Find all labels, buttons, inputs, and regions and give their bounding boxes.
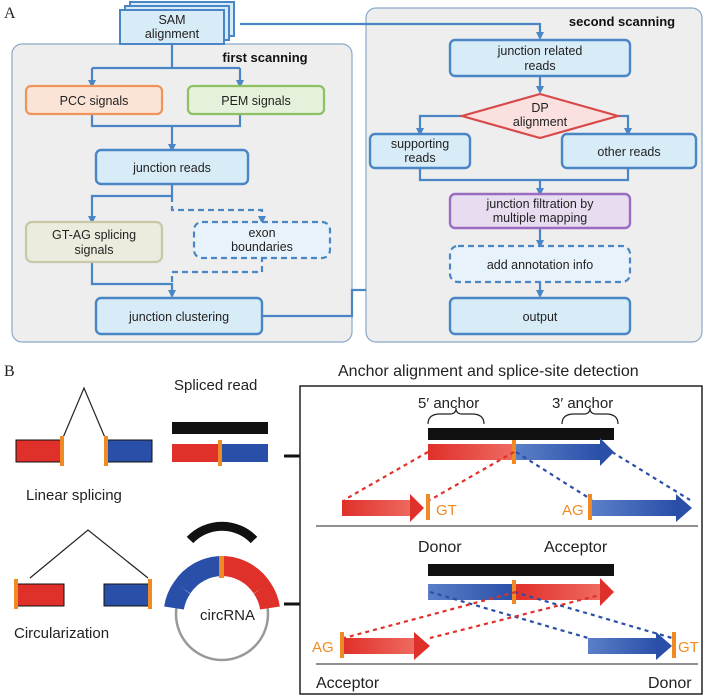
dp-alignment-node: DP alignment [457, 92, 623, 140]
add-annotation-info-node: add annotation info [448, 244, 632, 284]
junction-related-reads-node: junction related reads [448, 38, 632, 78]
junction-filtration-line2: multiple mapping [493, 211, 588, 225]
flow-connectors [88, 22, 632, 318]
circrna-illustration [164, 521, 280, 662]
second-scanning-title: second scanning [569, 14, 675, 29]
junction-related-reads-line1: junction related [497, 44, 583, 58]
linear-read-alignment [428, 428, 614, 466]
junction-related-reads-line2: reads [524, 59, 555, 73]
add-annotation-info-label: add annotation info [487, 258, 593, 272]
five-prime-anchor-label: 5′ anchor [418, 395, 479, 412]
circular-read-alignment [428, 564, 614, 606]
junction-clustering-node: junction clustering [94, 296, 264, 336]
output-node: output [448, 296, 632, 336]
junction-filtration-node: junction filtration by multiple mapping [448, 192, 632, 230]
sam-alignment-line2: alignment [145, 27, 200, 41]
exon-boundaries-node: exon boundaries [192, 220, 332, 260]
sam-alignment-node: SAM alignment [119, 1, 235, 45]
supporting-reads-line1: supporting [391, 137, 449, 151]
five-prime-anchor-brace [427, 407, 485, 425]
linear-genome-segments [316, 494, 698, 527]
dp-alignment-line2: alignment [513, 115, 568, 129]
first-scanning-title: first scanning [222, 50, 307, 65]
pcc-signals-label: PCC signals [60, 94, 129, 108]
linear-alignment-dotted-lines [343, 451, 691, 501]
three-prime-anchor-label: 3′ anchor [552, 395, 613, 412]
other-reads-label: other reads [597, 145, 660, 159]
linear-gt-label: GT [436, 502, 457, 519]
circrna-label: circRNA [200, 607, 255, 624]
sam-alignment-line1: SAM [158, 13, 185, 27]
linear-ag-label: AG [562, 502, 584, 519]
gt-ag-signals-line2: signals [75, 243, 114, 257]
dp-alignment-line1: DP [531, 101, 548, 115]
dashed-connectors [170, 196, 266, 284]
output-label: output [523, 310, 558, 324]
spliced-read-illustration [172, 422, 268, 466]
pem-signals-label: PEM signals [221, 94, 290, 108]
linear-splicing-illustration [15, 386, 153, 466]
circularization-label: Circularization [14, 625, 109, 642]
junction-filtration-line1: junction filtration by [485, 197, 594, 211]
supporting-reads-node: supporting reads [368, 132, 472, 170]
panel-a-label: A [4, 5, 16, 22]
spliced-read-label: Spliced read [174, 377, 257, 394]
exon-boundaries-line1: exon [248, 226, 275, 240]
junction-clustering-label: junction clustering [128, 310, 229, 324]
supporting-reads-line2: reads [404, 151, 435, 165]
circular-acceptor-label: Acceptor [316, 675, 380, 692]
circularization-illustration [14, 529, 152, 609]
junction-reads-node: junction reads [94, 148, 250, 186]
exon-boundaries-line2: boundaries [231, 240, 293, 254]
anchor-alignment-title: Anchor alignment and splice-site detecti… [338, 363, 639, 380]
pem-signals-node: PEM signals [186, 84, 326, 116]
gt-ag-signals-line1: GT-AG splicing [52, 228, 136, 242]
panel-b-label: B [4, 363, 15, 380]
junction-reads-label: junction reads [132, 161, 211, 175]
three-prime-anchor-brace [561, 407, 619, 425]
circular-gt-label: GT [678, 639, 699, 656]
circular-genome-segments [316, 632, 698, 665]
linear-acceptor-label: Acceptor [544, 539, 608, 556]
other-reads-node: other reads [560, 132, 698, 170]
circular-alignment-dotted-lines [343, 590, 673, 640]
linear-splicing-label: Linear splicing [26, 487, 122, 504]
circular-ag-label: AG [312, 639, 334, 656]
pcc-signals-node: PCC signals [24, 84, 164, 116]
circular-donor-label: Donor [648, 675, 692, 692]
gt-ag-signals-node: GT-AG splicing signals [24, 220, 164, 264]
linear-donor-label: Donor [418, 539, 462, 556]
